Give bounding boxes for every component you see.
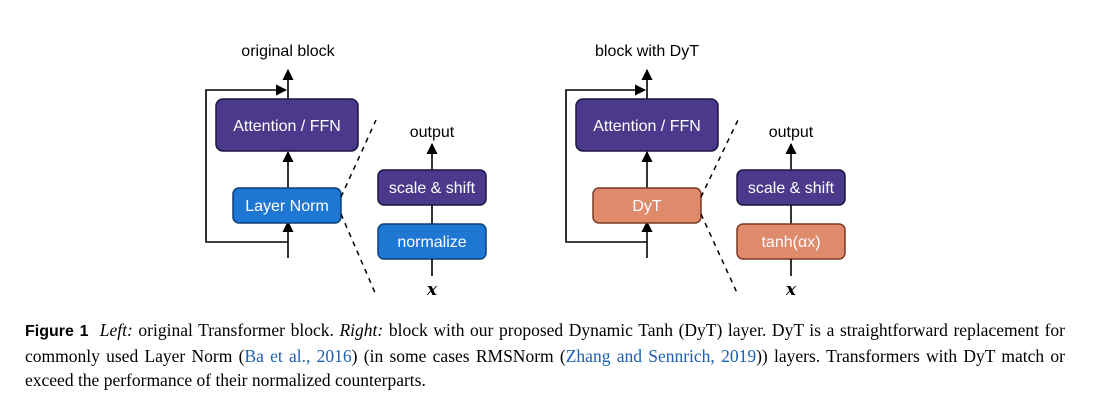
scale-shift-label: scale & shift	[748, 180, 835, 197]
attention-ffn-box	[215, 98, 359, 152]
figure-diagram: original block Attention / FFN Layer Nor…	[205, 43, 846, 300]
zoom-line-top	[700, 119, 739, 198]
attention-ffn-box	[575, 98, 719, 152]
normalize-label: normalize	[397, 234, 466, 251]
caption-end-text: )) layers. Transformers with DyT match o…	[25, 346, 1065, 390]
dyt-block-title: block with DyT	[595, 43, 699, 60]
caption-right-label: Right:	[339, 320, 384, 340]
zoom-line-bottom	[340, 213, 377, 296]
attention-ffn-label: Attention / FFN	[593, 118, 701, 135]
dyt-block-diagram: block with DyT Attention / FFN DyT outpu…	[565, 43, 846, 300]
caption-left-label: Left:	[99, 320, 133, 340]
caption-right-text: block with our proposed Dynamic Tanh (Dy…	[25, 320, 1065, 366]
figure-label: Figure 1	[25, 323, 89, 340]
zoom-output-label: output	[410, 124, 455, 141]
zoom-line-bottom	[700, 213, 739, 296]
dyt-box	[592, 187, 702, 224]
zoom-line-top	[340, 119, 377, 198]
citation-ba-2016[interactable]: Ba et al., 2016	[244, 346, 352, 366]
tanh-label: tanh(αx)	[761, 234, 820, 251]
input-x-label: x	[785, 280, 797, 300]
caption-left-text: original Transformer block.	[132, 320, 340, 340]
original-block-title: original block	[241, 43, 335, 60]
caption-mid-text: ) (in some cases RMSNorm (	[351, 346, 566, 366]
input-x-label: x	[426, 280, 438, 300]
scale-shift-label: scale & shift	[389, 180, 476, 197]
figure-caption: Figure 1 Left: original Transformer bloc…	[25, 318, 1065, 392]
zoom-output-label: output	[769, 124, 814, 141]
layer-norm-box	[232, 187, 342, 224]
layer-norm-label: Layer Norm	[245, 198, 329, 215]
original-block-diagram: original block Attention / FFN Layer Nor…	[205, 43, 487, 300]
dyt-label: DyT	[632, 198, 662, 215]
attention-ffn-label: Attention / FFN	[233, 118, 341, 135]
citation-zhang-sennrich-2019[interactable]: Zhang and Sennrich, 2019	[565, 346, 757, 366]
